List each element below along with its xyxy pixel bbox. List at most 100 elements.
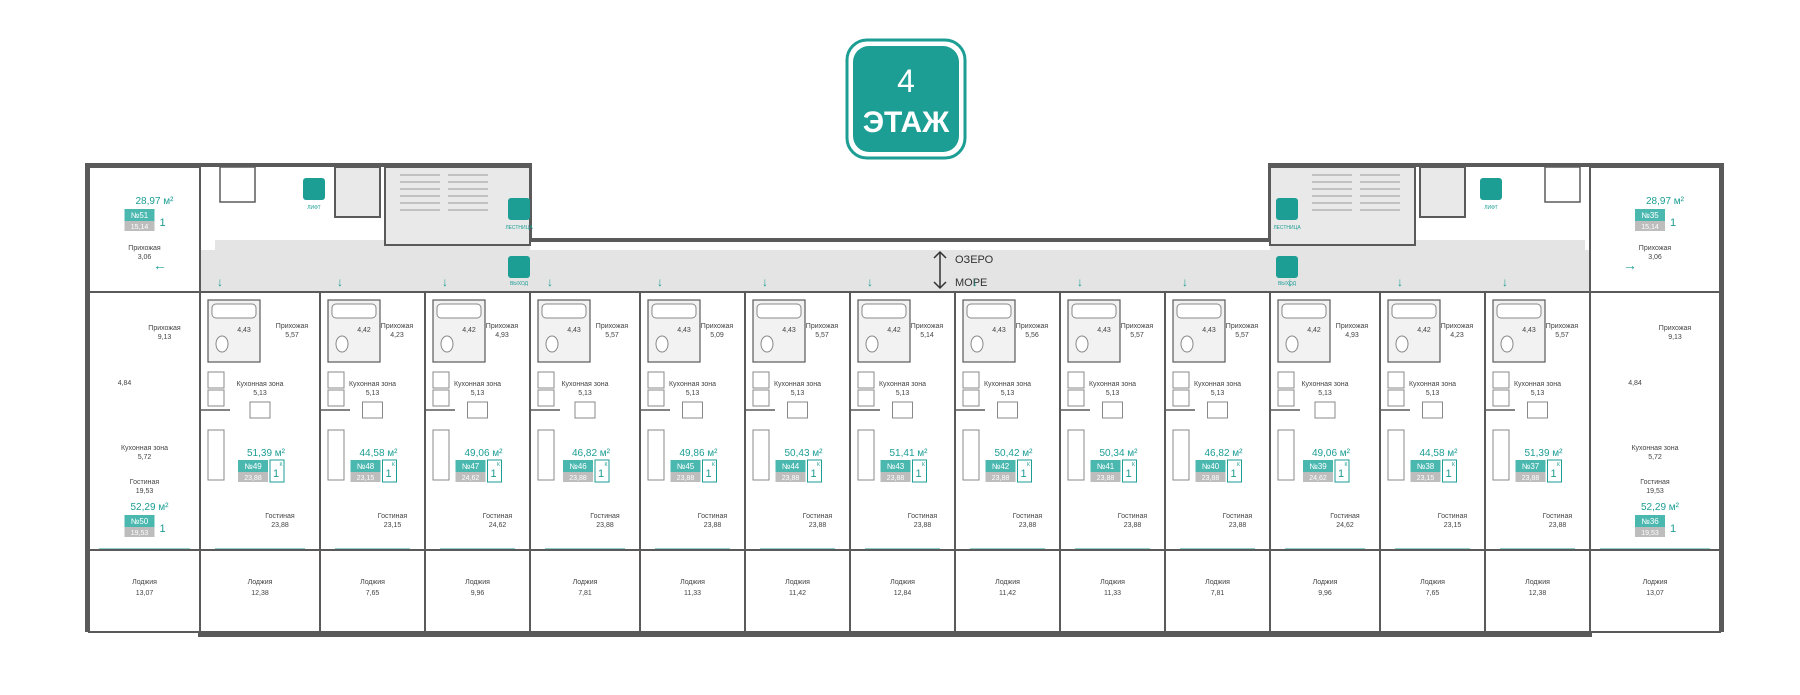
dining-table [1527, 401, 1548, 419]
apartment-area: 49,06 м² [464, 448, 503, 459]
area-badge [1635, 527, 1665, 537]
apartment-number: №42 [992, 462, 1010, 471]
bathtub [1391, 303, 1437, 319]
room-count: 1 [159, 523, 165, 535]
rooms-box [1334, 459, 1350, 483]
hall-label: Прихожая [1336, 323, 1369, 330]
dining-table [467, 401, 488, 419]
bath-area: 4,42 [1307, 327, 1321, 334]
studio-mark: К [922, 462, 925, 468]
number-badge [670, 460, 701, 472]
hall-label: Прихожая [148, 325, 181, 332]
studio-mark: К [1027, 462, 1030, 468]
hall-value: 5,57 [1130, 332, 1144, 339]
hall-label: Прихожая [1226, 323, 1259, 330]
number-badge [563, 460, 593, 472]
loggia [1269, 549, 1381, 633]
rooms-box [1122, 459, 1137, 483]
loggia [319, 549, 426, 633]
area-badge [124, 221, 155, 231]
entry-arrow-icon: ↓ [1287, 275, 1293, 289]
bathtub [1281, 303, 1327, 319]
rooms-box [487, 459, 502, 483]
apartment-area: 51,41 м² [889, 448, 928, 459]
sofa [962, 429, 980, 481]
room-count: 1 [1550, 468, 1556, 480]
area-badge [455, 472, 486, 482]
living-value: 23,88 [809, 522, 827, 529]
living-area-badge: 24,62 [1309, 475, 1327, 482]
hall-label: Прихожая [1016, 323, 1049, 330]
kitchen-value: 5,13 [896, 390, 910, 397]
entry-arrow-icon: ↓ [1502, 275, 1508, 289]
stove [1387, 389, 1405, 407]
living-area-badge: 19,53 [131, 530, 149, 537]
room-count: 1 [915, 468, 921, 480]
sofa [1172, 429, 1190, 481]
loggia-label: Лоджия [890, 579, 915, 586]
bath-area: 4,42 [462, 327, 476, 334]
living-area-badge: 23,88 [992, 475, 1010, 482]
hall-label: Прихожая [381, 323, 414, 330]
living-value: 23,88 [1019, 522, 1037, 529]
bath-area: 4,43 [992, 327, 1006, 334]
number-badge [124, 209, 155, 221]
loggia-value: 13,07 [1646, 590, 1664, 597]
stove [962, 389, 980, 407]
hall-label: Прихожая [1659, 325, 1692, 332]
rooms-box [1547, 459, 1562, 483]
hall-value: 5,57 [605, 332, 619, 339]
floor-label: ЭТАЖ [863, 106, 950, 139]
apartment-area: 46,82 м² [1204, 448, 1243, 459]
loggia-label: Лоджия [132, 579, 157, 586]
kitchen-value: 5,13 [1531, 390, 1545, 397]
apartment-number: №35 [1641, 211, 1659, 220]
loggia-label: Лоджия [465, 579, 490, 586]
number-badge [238, 460, 268, 472]
hall-label: Прихожая [701, 323, 734, 330]
kitchen-label: Кухонная зона [236, 381, 283, 388]
area-badge [1635, 221, 1665, 231]
studio-mark: К [1452, 462, 1455, 468]
entry-arrow-icon: ↓ [1077, 275, 1083, 289]
living-label: Гостиная [130, 479, 160, 486]
room-count: 1 [810, 468, 816, 480]
apartment-number: №43 [887, 462, 905, 471]
room-count: 1 [705, 468, 711, 480]
lift-icon [1480, 178, 1502, 200]
living-area-badge: 23,88 [1202, 475, 1220, 482]
number-badge [1090, 460, 1121, 472]
bathtub [966, 303, 1012, 319]
stairs-icon [1276, 198, 1298, 220]
area-badge [563, 472, 593, 482]
orientation-arrow-heads [933, 250, 947, 290]
area-badge [350, 472, 381, 482]
living-area-badge: 23,88 [1097, 475, 1115, 482]
core-right [1269, 166, 1581, 246]
living-label: Гостиная [590, 513, 620, 520]
hall-label: Прихожая [1121, 323, 1154, 330]
room-count: 1 [273, 468, 279, 480]
room-count: 1 [1445, 468, 1451, 480]
kitchen-label: Кухонная зона [349, 381, 396, 388]
apartment-area: 50,43 м² [784, 448, 823, 459]
hall-value: 3,06 [1648, 254, 1662, 261]
loggia [849, 549, 956, 633]
hall-value: 9,13 [158, 334, 172, 341]
floor-badge: 4 ЭТАЖ [845, 38, 967, 160]
number-badge [1635, 209, 1665, 221]
studio-mark: К [605, 462, 608, 468]
apartment-number: №38 [1417, 462, 1435, 471]
bathtub [651, 303, 697, 319]
living-value: 23,88 [704, 522, 722, 529]
room-count: 1 [1230, 468, 1236, 480]
hall-value: 5,09 [710, 332, 724, 339]
area-badge [985, 472, 1016, 482]
dining-table [362, 401, 383, 419]
loggia [1164, 549, 1271, 633]
